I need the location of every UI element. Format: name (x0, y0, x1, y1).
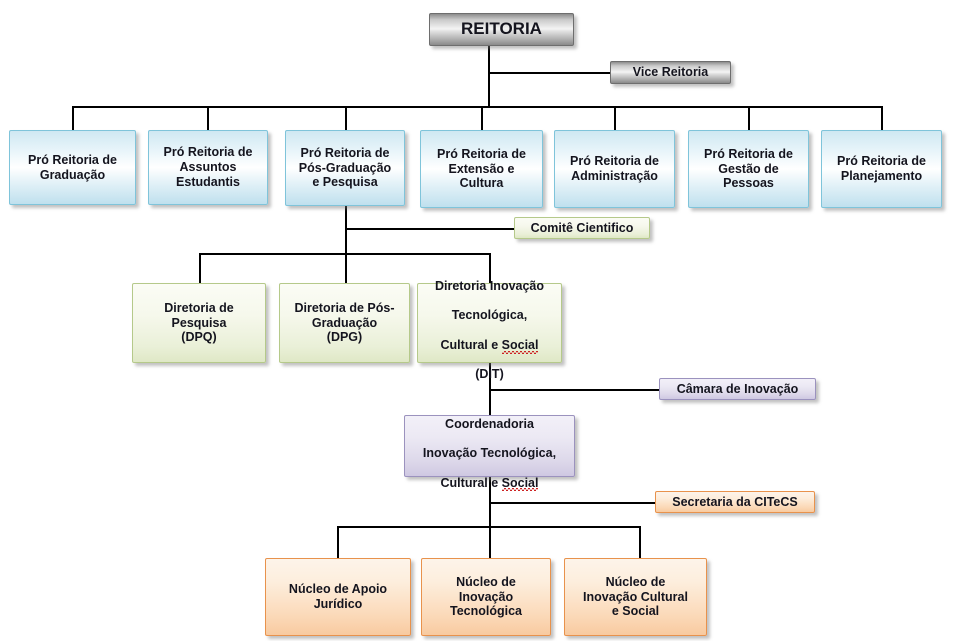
node-pro-reitoria-extensao-label: Pró Reitoria de Extensão e Cultura (437, 146, 526, 191)
node-secretaria-citecs-label: Secretaria da CITeCS (672, 494, 798, 509)
connector-pos-to-comite (345, 228, 514, 230)
node-pro-reitoria-graduacao-label: Pró Reitoria de Graduação (28, 152, 117, 182)
connector-drop-dit (489, 253, 491, 283)
node-pro-reitoria-graduacao[interactable]: Pró Reitoria de Graduação (9, 130, 136, 205)
connector-reitoria-trunk (488, 46, 490, 108)
connector-pos-trunk (345, 206, 347, 283)
coordenadoria-line-3-misspelled-word: Social (501, 475, 539, 491)
node-camara-inovacao-label: Câmara de Inovação (676, 381, 799, 396)
node-pro-reitoria-assuntos[interactable]: Pró Reitoria de Assuntos Estudantis (148, 130, 268, 205)
node-diretoria-inovacao[interactable]: Diretoria Inovação Tecnológica, Cultural… (417, 279, 562, 381)
node-diretoria-pos-graduacao-label: Diretoria de Pós- Graduação (DPG) (294, 300, 395, 345)
connector-drop-nucleo-juridico (337, 526, 339, 558)
node-pro-reitoria-gestao-pessoas-label: Pró Reitoria de Gestão de Pessoas (704, 146, 793, 191)
connector-drop-administracao (614, 106, 616, 130)
coordenadoria-line-3-prefix: Cultural e (440, 475, 502, 490)
node-pro-reitoria-extensao[interactable]: Pró Reitoria de Extensão e Cultura (420, 130, 543, 208)
connector-dit-trunk (489, 362, 491, 415)
dit-line-3-misspelled-word: Social (501, 337, 539, 354)
dit-line-4: (DIT) (475, 367, 504, 382)
node-pro-reitoria-planejamento[interactable]: Pró Reitoria de Planejamento (821, 130, 942, 208)
connector-pro-reitoria-bus (72, 106, 883, 108)
coordenadoria-line-2: Inovação Tecnológica, (422, 446, 557, 460)
node-nucleo-apoio-juridico-label: Núcleo de Apoio Jurídico (288, 582, 388, 611)
node-nucleo-apoio-juridico[interactable]: Núcleo de Apoio Jurídico (265, 558, 411, 636)
node-diretoria-inovacao-label: Diretoria Inovação Tecnológica, Cultural… (422, 264, 557, 382)
node-coordenadoria-citecs-label: Coordenadoria Inovação Tecnológica, Cult… (409, 402, 570, 491)
connector-drop-extensao (481, 106, 483, 130)
node-camara-inovacao[interactable]: Câmara de Inovação (659, 378, 816, 400)
connector-coordenadoria-to-secretaria (489, 502, 655, 504)
node-pro-reitoria-pos-graduacao[interactable]: Pró Reitoria de Pós-Graduação e Pesquisa (285, 130, 405, 206)
node-diretoria-pesquisa-label: Diretoria de Pesquisa (DPQ) (164, 300, 234, 345)
node-nucleo-inovacao-cultural-social[interactable]: Núcleo de Inovação Cultural e Social (564, 558, 707, 636)
connector-dit-to-camara (489, 389, 659, 391)
node-comite-cientifico-label: Comitê Cientifico (530, 220, 634, 235)
connector-drop-dpq (199, 253, 201, 283)
connector-reitoria-to-vice (488, 72, 610, 74)
node-pro-reitoria-administracao[interactable]: Pró Reitoria de Administração (554, 130, 675, 208)
connector-drop-assuntos (207, 106, 209, 130)
dit-line-1: Diretoria Inovação (434, 278, 545, 293)
node-coordenadoria-citecs[interactable]: Coordenadoria Inovação Tecnológica, Cult… (404, 415, 575, 491)
node-pro-reitoria-planejamento-label: Pró Reitoria de Planejamento (837, 154, 926, 183)
connector-drop-dpg (345, 253, 347, 283)
node-nucleo-inovacao-tecnologica-label: Núcleo de Inovação Tecnológica (449, 574, 522, 619)
node-comite-cientifico[interactable]: Comitê Cientifico (514, 217, 650, 239)
node-vice-reitoria[interactable]: Vice Reitoria (610, 61, 731, 84)
coordenadoria-line-1: Coordenadoria (445, 416, 534, 431)
node-nucleo-inovacao-tecnologica[interactable]: Núcleo de Inovação Tecnológica (421, 558, 551, 636)
connector-drop-gestao (748, 106, 750, 130)
node-reitoria-label: REITORIA (461, 19, 542, 39)
node-pro-reitoria-gestao-pessoas[interactable]: Pró Reitoria de Gestão de Pessoas (688, 130, 809, 208)
connector-drop-planejamento (881, 106, 883, 130)
node-pro-reitoria-administracao-label: Pró Reitoria de Administração (570, 154, 659, 183)
connector-drop-nucleo-tecnologica (489, 526, 491, 558)
connector-coordenadoria-trunk (489, 477, 491, 526)
dit-line-3-prefix: Cultural e (440, 337, 502, 352)
node-pro-reitoria-pos-graduacao-label: Pró Reitoria de Pós-Graduação e Pesquisa (298, 145, 392, 190)
connector-drop-graduacao (72, 106, 74, 130)
node-pro-reitoria-assuntos-label: Pró Reitoria de Assuntos Estudantis (163, 145, 253, 189)
connector-drop-pos (345, 106, 347, 130)
node-secretaria-citecs[interactable]: Secretaria da CITeCS (655, 491, 815, 513)
node-reitoria[interactable]: REITORIA (429, 13, 574, 46)
node-nucleo-inovacao-cultural-social-label: Núcleo de Inovação Cultural e Social (583, 574, 688, 619)
connector-drop-nucleo-cultural (639, 526, 641, 558)
dit-line-2: Tecnológica, (451, 308, 528, 323)
node-diretoria-pesquisa[interactable]: Diretoria de Pesquisa (DPQ) (132, 283, 266, 363)
node-diretoria-pos-graduacao[interactable]: Diretoria de Pós- Graduação (DPG) (279, 283, 410, 363)
node-vice-reitoria-label: Vice Reitoria (632, 65, 709, 80)
